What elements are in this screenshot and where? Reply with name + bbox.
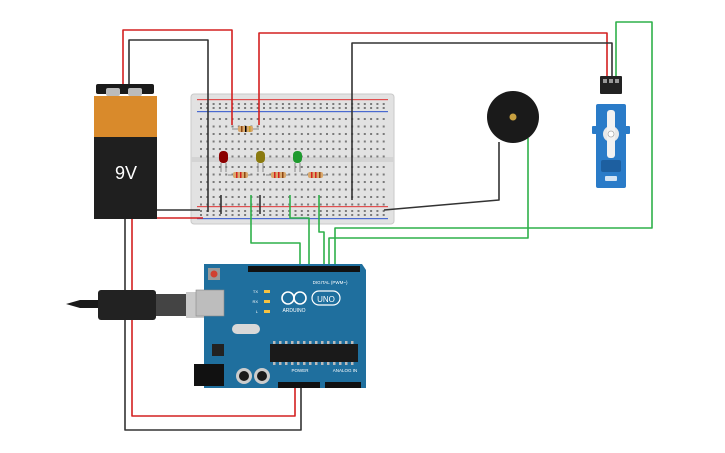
servo-motor[interactable] (592, 76, 630, 188)
led-red[interactable] (219, 151, 228, 172)
wire-black-battery-top (128, 39, 209, 212)
arduino-logo (281, 290, 341, 306)
resistor-led-red[interactable] (228, 172, 252, 178)
led-green[interactable] (293, 151, 302, 172)
battery-9v[interactable]: 9V (94, 84, 157, 219)
led-yellow[interactable] (256, 151, 265, 172)
rx-label: RX (252, 299, 258, 304)
wire-green-servo-signal (334, 21, 653, 268)
wire-green-led-yellow (289, 195, 310, 268)
resistor-top[interactable] (232, 126, 259, 132)
arduino-model: UNO (317, 295, 335, 304)
l-label: L (256, 309, 259, 314)
tx-label: TX (253, 289, 258, 294)
wire-black-buzzer (383, 142, 500, 211)
wire-red-servo (258, 32, 608, 125)
wire-red-battery-top (122, 29, 233, 125)
resistor-led-yellow[interactable] (266, 172, 290, 178)
digital-header-label: DIGITAL (PWM~) (313, 280, 348, 285)
arduino-uno-board[interactable]: TX RX L UNO ARDUINO DIGITAL (PWM~) POWER… (194, 264, 366, 388)
resistor-led-green[interactable] (303, 172, 327, 178)
piezo-buzzer[interactable] (487, 91, 539, 143)
wire-green-led-green (318, 195, 325, 268)
power-header-label: POWER (291, 368, 309, 373)
arduino-brand: ARDUINO (282, 308, 305, 314)
wire-green-buzzer (328, 138, 529, 268)
battery-label: 9V (115, 163, 137, 183)
wire-black-servo (351, 42, 613, 200)
analog-header-label: ANALOG IN (333, 368, 358, 373)
chip-pins (273, 341, 354, 365)
wire-green-led-red (250, 195, 301, 268)
